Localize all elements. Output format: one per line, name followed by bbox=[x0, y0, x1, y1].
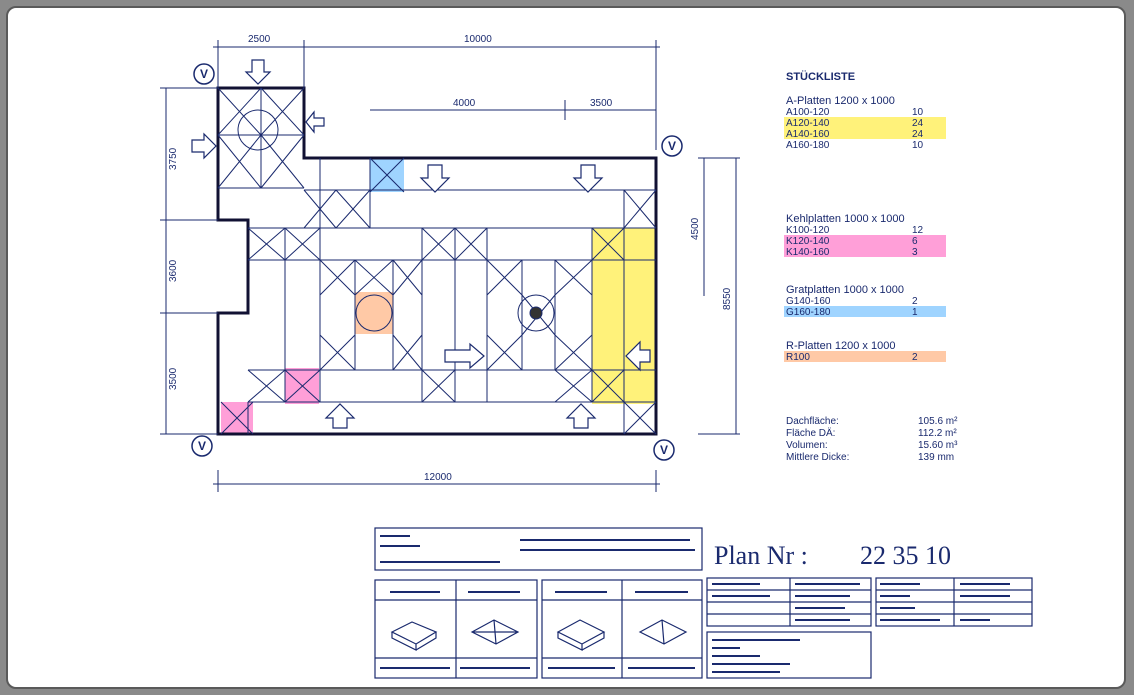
stock-row-code: A160-180 bbox=[786, 140, 830, 151]
stock-row-qty: 2 bbox=[912, 296, 918, 307]
stock-row-highlight bbox=[784, 351, 946, 362]
corner-label-tr: V bbox=[668, 139, 676, 153]
stock-row-qty: 24 bbox=[912, 118, 924, 129]
stock-row-highlight bbox=[784, 306, 946, 317]
stock-row-code: A100-120 bbox=[786, 107, 830, 118]
summary-label: Mittlere Dicke: bbox=[786, 452, 849, 463]
stock-group-header: Gratplatten 1000 x 1000 bbox=[786, 284, 904, 296]
corner-marker-br bbox=[653, 439, 675, 461]
small-print bbox=[380, 535, 1010, 673]
slope-arrows bbox=[191, 59, 651, 429]
stock-row-qty: 6 bbox=[912, 236, 918, 247]
stock-row-qty: 10 bbox=[912, 107, 924, 118]
plan-label: Plan Nr : bbox=[714, 541, 808, 570]
plan-number: 22 35 10 bbox=[860, 541, 951, 570]
stock-row-highlight bbox=[784, 235, 946, 246]
stock-row-code: G160-180 bbox=[786, 307, 831, 318]
summary-label: Volumen: bbox=[786, 440, 828, 451]
stock-row-highlight bbox=[784, 117, 946, 128]
summary-label: Fläche DÄ: bbox=[786, 427, 835, 439]
corner-marker-tl bbox=[193, 63, 215, 85]
dim-top-right: 3500 bbox=[590, 98, 613, 109]
cross-cells bbox=[217, 87, 657, 435]
corner-markers bbox=[191, 63, 683, 461]
company-box bbox=[706, 631, 872, 679]
title-info-box bbox=[374, 527, 703, 571]
corner-marker-tr bbox=[661, 135, 683, 157]
stock-row-code: K140-160 bbox=[786, 247, 830, 258]
corner-label-bl: V bbox=[198, 439, 206, 453]
orange-zone bbox=[355, 292, 393, 334]
corner-label-br: V bbox=[660, 443, 668, 457]
stock-group-header: A-Platten 1200 x 1000 bbox=[786, 95, 895, 107]
stock-row-code: K120-140 bbox=[786, 236, 830, 247]
dim-right-inner: 4500 bbox=[690, 217, 701, 240]
stock-list-title: STÜCKLISTE bbox=[786, 70, 855, 83]
summary-label: Dachfläche: bbox=[786, 416, 839, 427]
stock-row-code: G140-160 bbox=[786, 296, 831, 307]
stock-row-qty: 2 bbox=[912, 352, 918, 363]
dim-top-mid: 4000 bbox=[453, 98, 476, 109]
stock-row-code: A120-140 bbox=[786, 118, 830, 129]
stock-row-qty: 24 bbox=[912, 129, 924, 140]
stock-row-qty: 10 bbox=[912, 140, 924, 151]
dimension-lines bbox=[160, 40, 740, 492]
stock-row-code: A140-160 bbox=[786, 129, 830, 140]
stock-row-highlight bbox=[784, 128, 946, 139]
summary-value: 15.60 m³ bbox=[918, 440, 958, 451]
summary-value: 139 mm bbox=[918, 452, 954, 463]
title-block bbox=[374, 527, 1033, 679]
corner-marker-bl bbox=[191, 435, 213, 457]
stock-row-qty: 12 bbox=[912, 225, 924, 236]
stock-group-header: Kehlplatten 1000 x 1000 bbox=[786, 213, 905, 225]
panel-grid bbox=[218, 88, 656, 434]
dim-left-top: 3750 bbox=[168, 147, 179, 170]
stock-group-header: R-Platten 1200 x 1000 bbox=[786, 340, 895, 352]
stock-row-qty: 3 bbox=[912, 247, 918, 258]
stock-row-highlight bbox=[784, 246, 946, 257]
dim-left-mid: 3600 bbox=[168, 259, 179, 282]
summary-value: 105.6 m² bbox=[918, 416, 958, 427]
corner-label-tl: V bbox=[200, 67, 208, 81]
dim-bottom-total: 12000 bbox=[424, 472, 452, 483]
dim-right-outer: 8550 bbox=[722, 287, 733, 310]
dim-top-total: 10000 bbox=[464, 34, 492, 45]
stock-row-code: R100 bbox=[786, 352, 810, 363]
dim-left-bottom: 3500 bbox=[168, 367, 179, 390]
dim-top-left: 2500 bbox=[248, 34, 271, 45]
stock-row-code: K100-120 bbox=[786, 225, 830, 236]
drain-details bbox=[237, 109, 555, 332]
summary-value: 112.2 m² bbox=[918, 428, 957, 439]
stock-row-qty: 1 bbox=[912, 307, 918, 318]
